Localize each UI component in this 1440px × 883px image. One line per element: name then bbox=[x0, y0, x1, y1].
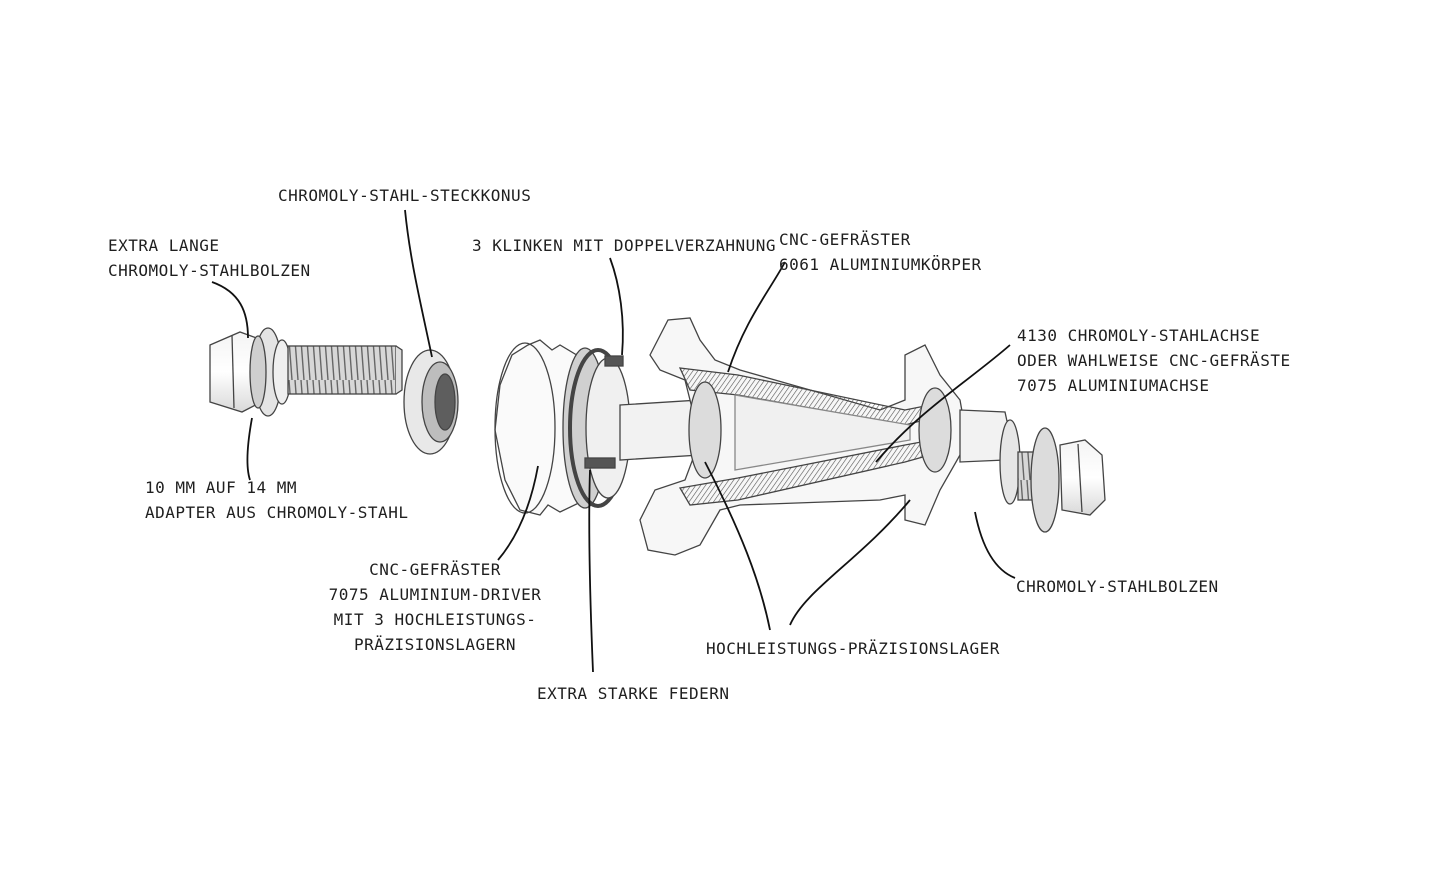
label-cone: Chromoly-Stahl-Steckkonus bbox=[278, 183, 531, 208]
label-body-line-2: 6061 Aluminiumkörper bbox=[779, 255, 982, 274]
label-adapter-line-1: 10 mm auf 14 mm bbox=[145, 478, 297, 497]
label-driver-line-3: mit 3 Hochleistungs- bbox=[333, 610, 537, 629]
label-pawls: 3 Klinken mit Doppelverzahnung bbox=[472, 233, 776, 258]
label-axle-line-3: 7075 Aluminiumachse bbox=[1017, 376, 1210, 395]
label-springs: Extra starke Federn bbox=[537, 681, 730, 706]
label-driver-line-1: CNC-Gefräster bbox=[369, 560, 501, 579]
leader-adapter bbox=[246, 417, 253, 481]
label-axle-line-1: 4130 Chromoly-Stahlachse bbox=[1017, 326, 1261, 345]
driver bbox=[494, 339, 631, 516]
label-cone-line-1: Chromoly-Stahl-Steckkonus bbox=[278, 186, 532, 205]
label-driver-line-2: 7075 Aluminium-Driver bbox=[328, 585, 542, 604]
label-bolt-right-line-1: Chromoly-Stahlbolzen bbox=[1016, 577, 1219, 596]
label-pawls-line-1: 3 Klinken mit Doppelverzahnung bbox=[472, 236, 776, 255]
leader-springs bbox=[588, 469, 594, 673]
leader-lines bbox=[211, 209, 1016, 673]
right-bolt bbox=[959, 409, 1106, 533]
label-bolt-left-line-1: Extra lange bbox=[108, 236, 220, 255]
label-body-line-1: CNC-Gefräster bbox=[779, 230, 911, 249]
leader-body bbox=[727, 261, 786, 373]
leader-cone bbox=[404, 209, 433, 358]
cone bbox=[403, 349, 459, 455]
hub-body bbox=[619, 317, 966, 556]
label-bolt-right: Chromoly-Stahlbolzen bbox=[1016, 574, 1219, 599]
leader-bolt-left bbox=[211, 281, 249, 339]
label-bearings-line-1: Hochleistungs-Präzisionslager bbox=[706, 639, 1000, 658]
label-axle: 4130 Chromoly-Stahlachse oder wahlweise … bbox=[1017, 323, 1291, 398]
label-axle-line-2: oder wahlweise CNC-Gefräste bbox=[1017, 351, 1291, 370]
leader-bearings-a bbox=[704, 461, 771, 631]
leader-driver bbox=[497, 465, 539, 561]
label-driver: CNC-Gefräster 7075 Aluminium-Driver mit … bbox=[325, 557, 545, 657]
label-adapter: 10 mm auf 14 mm Adapter aus Chromoly-Sta… bbox=[145, 475, 408, 525]
label-springs-line-1: Extra starke Federn bbox=[537, 684, 730, 703]
left-bolt bbox=[209, 327, 403, 417]
leader-bearings-b bbox=[789, 499, 911, 626]
label-adapter-line-2: Adapter aus Chromoly-Stahl bbox=[145, 503, 409, 522]
leader-axle bbox=[875, 344, 1011, 463]
leader-bolt-right bbox=[974, 511, 1016, 579]
label-body: CNC-Gefräster 6061 Aluminiumkörper bbox=[779, 227, 982, 277]
label-bolt-left: Extra lange Chromoly-Stahlbolzen bbox=[108, 233, 311, 283]
label-bearings: Hochleistungs-Präzisionslager bbox=[706, 636, 1000, 661]
label-bolt-left-line-2: Chromoly-Stahlbolzen bbox=[108, 261, 311, 280]
leader-pawls bbox=[609, 257, 624, 356]
label-driver-line-4: Präzisionslagern bbox=[353, 635, 517, 654]
